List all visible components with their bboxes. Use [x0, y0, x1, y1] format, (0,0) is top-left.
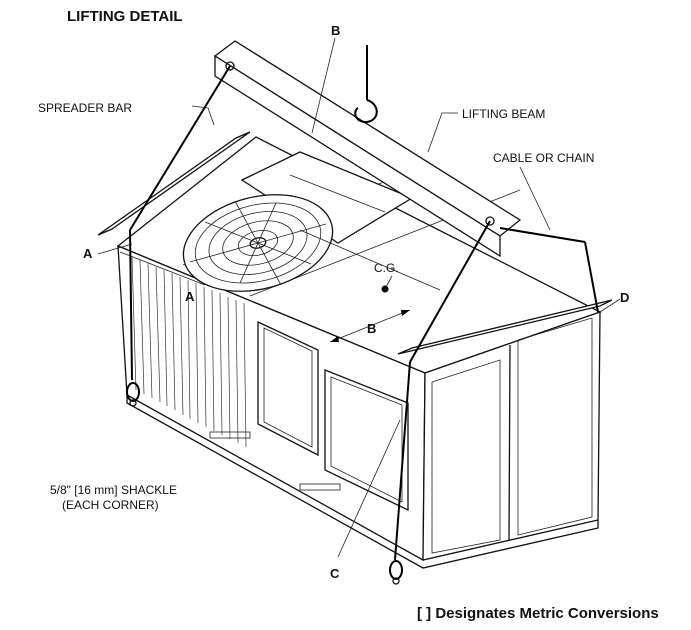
spreader-bar-left: [97, 131, 251, 236]
crane-hook: [354, 99, 378, 124]
callout-cg: C.G.: [374, 261, 399, 275]
dim-b-line: [329, 309, 411, 343]
letter-b-dim: B: [367, 321, 376, 336]
condenser-fan-guard: [182, 194, 334, 292]
leader-d: [599, 298, 621, 313]
callout-shackle-line1: 5/8" [16 mm] SHACKLE: [50, 483, 177, 497]
leader-b1: [311, 37, 336, 134]
corner-shackle-left: [126, 382, 140, 407]
letter-d: D: [620, 290, 629, 305]
beam-end-eye-left: [225, 61, 235, 71]
callout-cable-or-chain: CABLE OR CHAIN: [493, 151, 594, 165]
callout-shackle-line2: (EACH CORNER): [62, 498, 159, 512]
corner-shackle-right: [389, 560, 403, 585]
callout-spreader-bar: SPREADER BAR: [38, 101, 132, 115]
letter-a-inner: A: [185, 289, 195, 304]
spreader-bar-right: [397, 299, 613, 355]
leader-a1: [97, 243, 133, 255]
beam-end-eye-right: [485, 216, 495, 226]
dim-a-line: [119, 251, 206, 286]
right-door-frame: [431, 359, 501, 554]
metric-footnote: [ ] Designates Metric Conversions: [417, 605, 659, 622]
leader-lifting-beam: [427, 112, 458, 153]
base-louvre-2: [299, 483, 341, 491]
letter-b-top: B: [331, 23, 340, 38]
access-panel-1: [257, 320, 319, 457]
leader-cable: [519, 166, 551, 231]
letter-a-left: A: [83, 246, 93, 261]
figure-title: LIFTING DETAIL: [67, 8, 183, 25]
access-panel-2: [324, 369, 409, 512]
lifting-beam-side: [214, 54, 501, 258]
access-panel-1-inner: [263, 327, 313, 448]
right-door-seam: [508, 344, 511, 541]
leader-c: [337, 419, 401, 558]
access-panel-2-inner: [330, 376, 403, 503]
coil-grille: [131, 256, 247, 448]
cg-dim-line: [299, 229, 441, 291]
control-box-slot: [289, 174, 386, 213]
cg-leader: [384, 275, 393, 290]
lifting-cables: [129, 65, 599, 561]
right-door-frame-2: [517, 317, 593, 536]
letter-c: C: [330, 566, 340, 581]
dim-b-arrow-right: [401, 310, 410, 316]
callout-lifting-beam: LIFTING BEAM: [462, 107, 545, 121]
leader-spreader-bar: [191, 105, 215, 126]
base-louvre-1: [209, 431, 251, 439]
dim-b-arrow-left: [330, 336, 339, 342]
base-skid: [126, 395, 599, 569]
